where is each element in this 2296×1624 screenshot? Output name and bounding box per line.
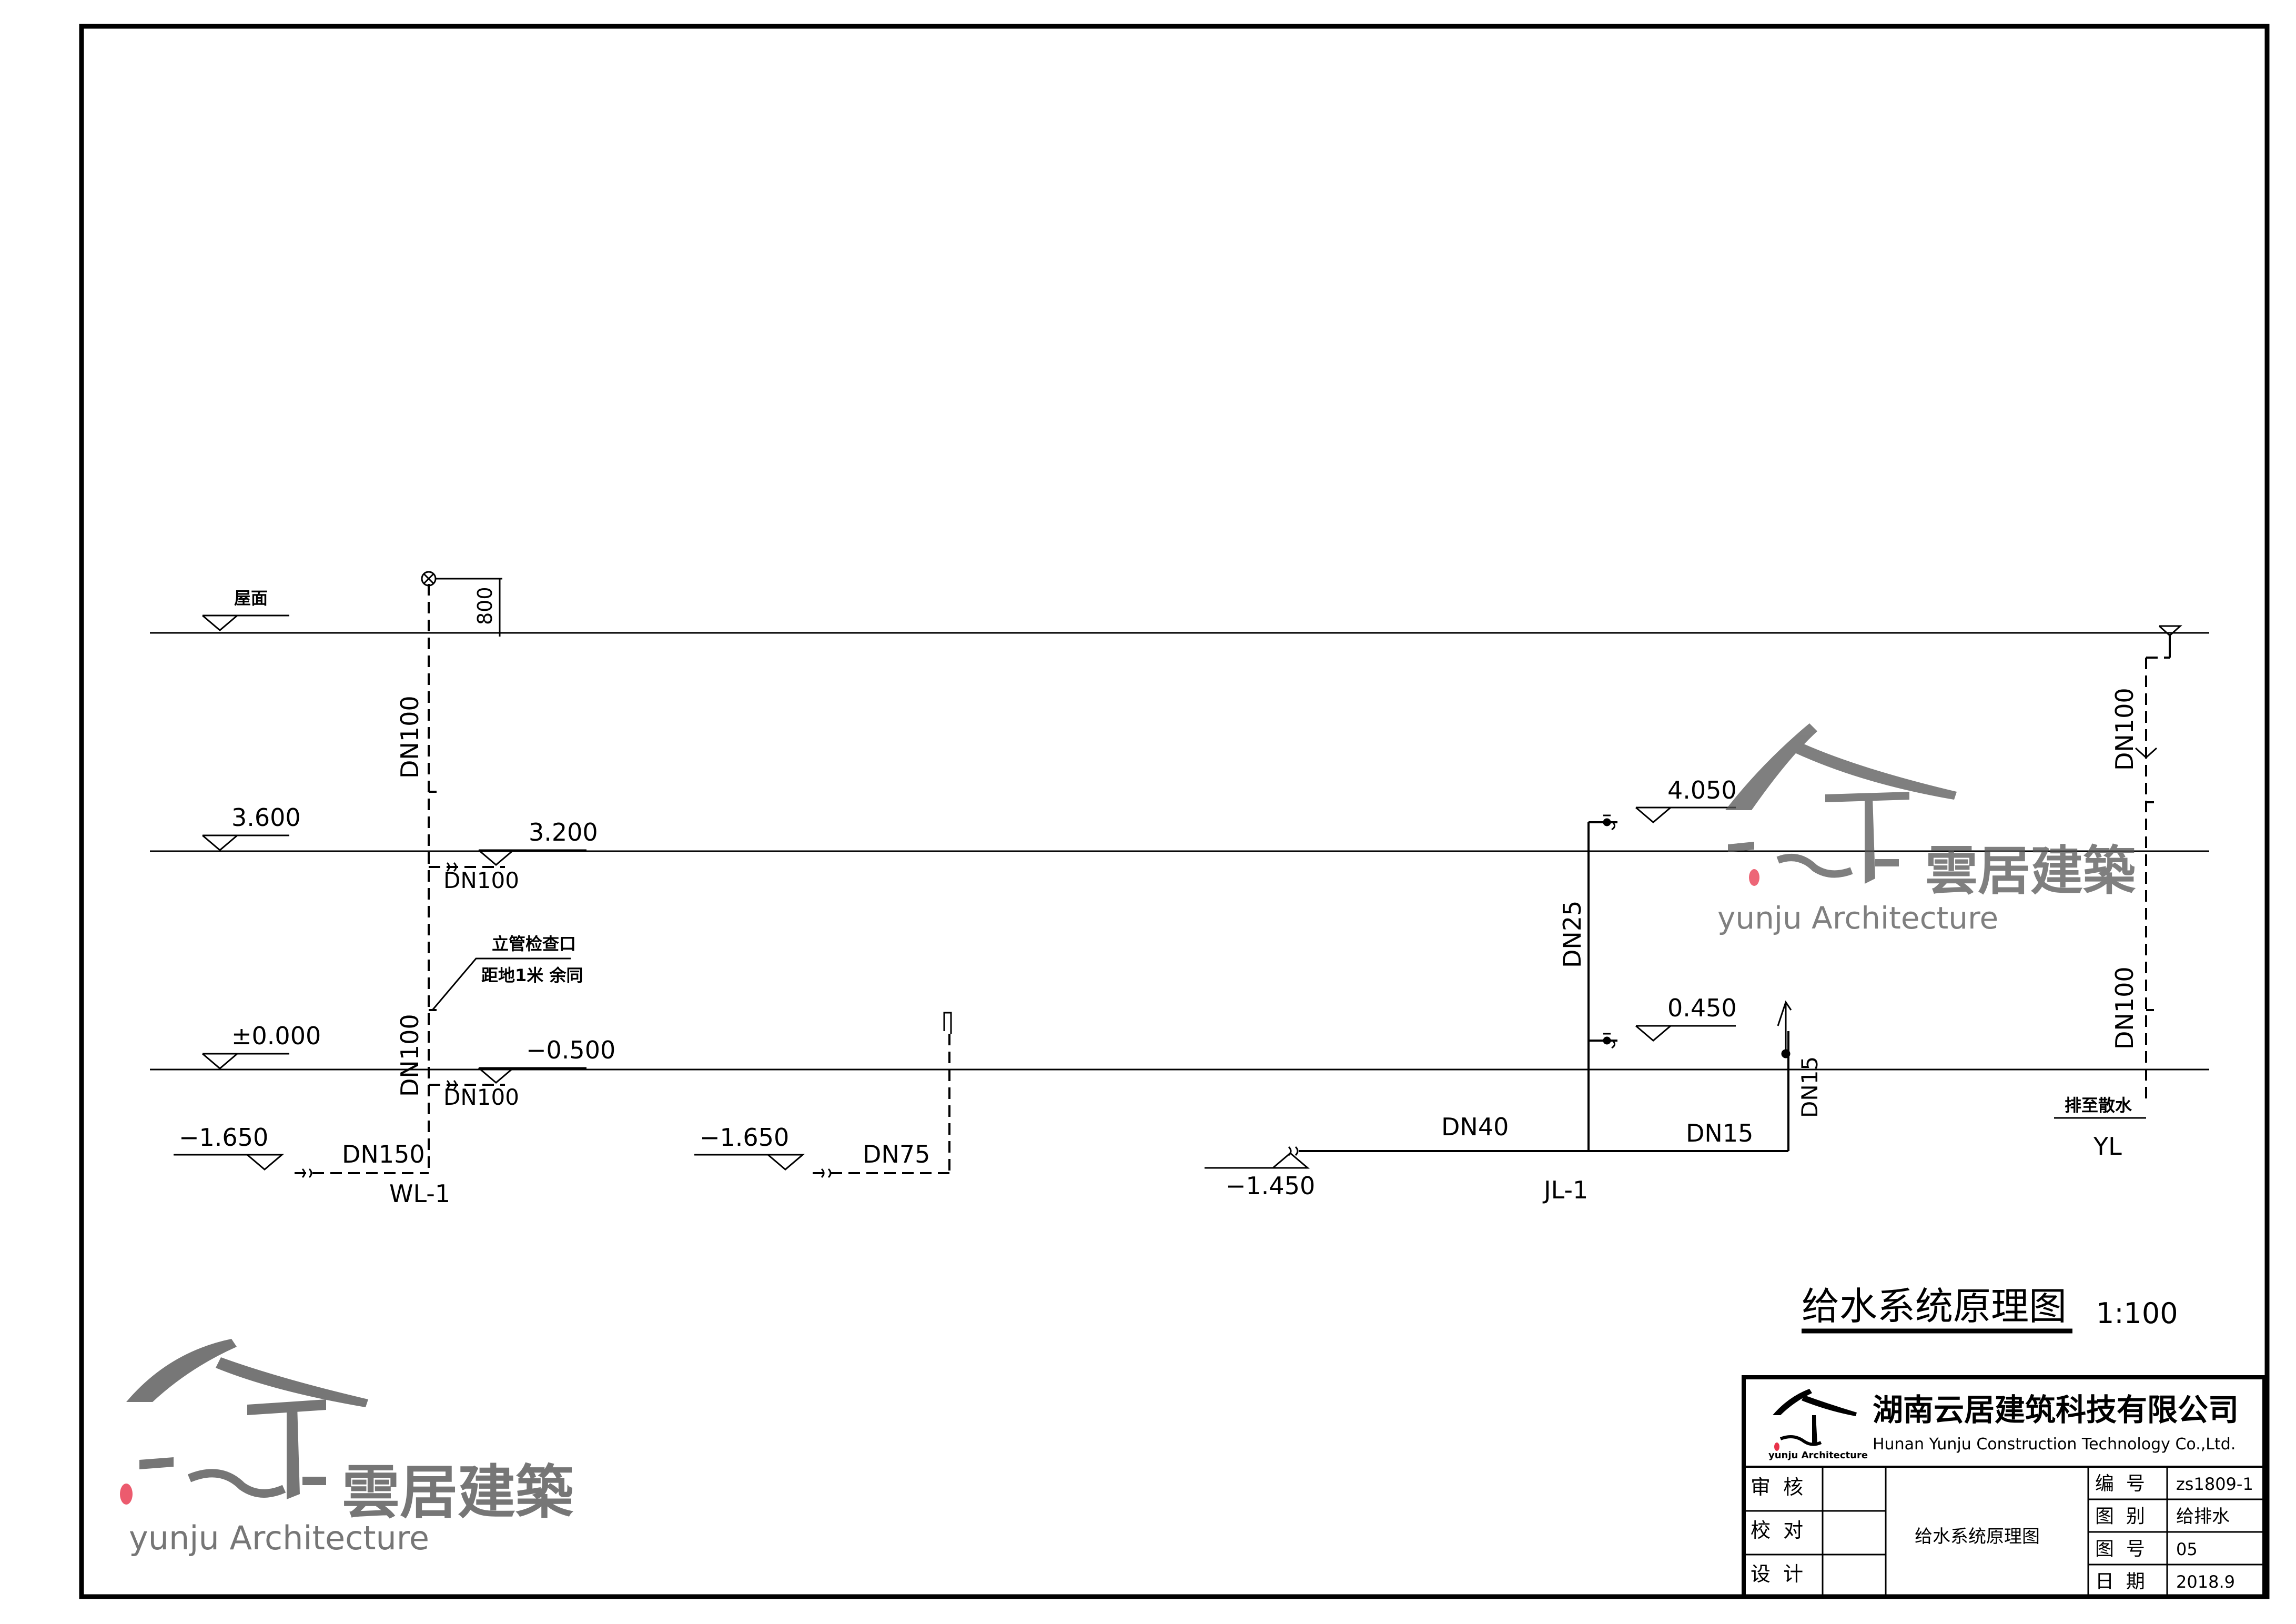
pipe-label-yl-dn100-lower: DN100 xyxy=(2110,966,2139,1050)
cleanout-leader xyxy=(431,957,571,1011)
cleanout-note-line1: 立管检查口 xyxy=(492,934,576,954)
diagram-title: 给水系统原理图 xyxy=(1802,1284,2067,1328)
role-check: 校 对 xyxy=(1751,1519,1803,1542)
break-marks xyxy=(301,862,1299,1178)
value-sheet: 05 xyxy=(2176,1539,2198,1559)
dimension-800 xyxy=(436,578,502,637)
drain-outlet-icon xyxy=(2135,747,2158,759)
roof-drain-icon xyxy=(2158,625,2182,637)
level-4050-label: 4.050 xyxy=(1667,776,1737,804)
pipe-label-dn15-vertical: DN15 xyxy=(1797,1056,1823,1118)
role-review: 审 核 xyxy=(1751,1476,1803,1499)
label-category: 图 别 xyxy=(2095,1506,2145,1527)
pipe-label-yl-dn100-upper: DN100 xyxy=(2110,688,2139,771)
wl-1-riser xyxy=(295,584,505,1174)
level-markers xyxy=(174,614,1736,1171)
company-name-english: Hunan Yunju Construction Technology Co.,… xyxy=(1873,1435,2236,1454)
pipe-label-dn75: DN75 xyxy=(863,1140,930,1168)
title-block-drawing-name: 给水系统原理图 xyxy=(1915,1526,2040,1547)
yl-riser xyxy=(2054,634,2171,1119)
pipe-label-wl-dn150: DN150 xyxy=(342,1140,425,1168)
label-number: 编 号 xyxy=(2095,1473,2145,1495)
riser-label-wl-1: WL-1 xyxy=(389,1179,450,1208)
pipe-label-wl-dn100-lower: DN100 xyxy=(396,1014,424,1097)
pipe-label-wl-dn100-mid: DN100 xyxy=(443,868,519,893)
watermark-logo-left-english: yunju Architecture xyxy=(129,1519,429,1557)
level-minus1650-a-label: −1.650 xyxy=(179,1123,268,1152)
pipe-label-dn40: DN40 xyxy=(1441,1113,1509,1141)
title-block xyxy=(1742,1375,2267,1599)
watermark-logo-right-chinese: 雲居建築 xyxy=(1925,840,2136,902)
riser-label-jl-1: JL-1 xyxy=(1542,1176,1588,1204)
level-0450-label: 0.450 xyxy=(1667,994,1737,1022)
pipe-label-wl-dn100-bottom: DN100 xyxy=(443,1084,519,1110)
level-minus1650-b-label: −1.650 xyxy=(700,1123,789,1152)
floor-lines xyxy=(150,632,2209,1071)
jl-1-riser xyxy=(1299,821,1789,1152)
drain-note: 排至散水 xyxy=(2065,1095,2132,1115)
cleanout-note-line2: 距地1米 余同 xyxy=(481,965,583,985)
dimension-800-label: 800 xyxy=(473,587,497,625)
level-3200-label: 3.200 xyxy=(529,818,598,846)
faucet-icons xyxy=(1603,814,1792,1058)
watermark-logo-left-chinese: 雲居建築 xyxy=(342,1459,574,1526)
level-3600-label: 3.600 xyxy=(231,803,301,832)
vent-cap-icon xyxy=(421,571,437,587)
company-name-chinese: 湖南云居建筑科技有限公司 xyxy=(1873,1392,2239,1428)
diagram-scale: 1:100 xyxy=(2096,1297,2178,1330)
label-sheet: 图 号 xyxy=(2095,1538,2145,1560)
level-0000-label: ±0.000 xyxy=(231,1022,321,1050)
value-category: 给排水 xyxy=(2176,1506,2230,1527)
level-minus1450-label: −1.450 xyxy=(1226,1172,1315,1200)
pipe-label-dn15-horizontal: DN15 xyxy=(1686,1119,1753,1147)
title-block-logo-icon: yunju Architecture xyxy=(1768,1389,1868,1461)
watermark-logo-left: 雲居建築 yunju Architecture xyxy=(120,1339,574,1557)
title-block-logo-text: yunju Architecture xyxy=(1768,1450,1868,1461)
watermark-logo-right-english: yunju Architecture xyxy=(1717,900,1998,936)
sheet-border xyxy=(79,24,2270,1599)
riser-label-yl: YL xyxy=(2093,1132,2122,1161)
pipe-label-dn25: DN25 xyxy=(1558,901,1586,968)
level-roof-label: 屋面 xyxy=(234,588,268,608)
value-number: zs1809-1 xyxy=(2176,1474,2253,1494)
dn75-branch xyxy=(813,1012,952,1174)
pipe-label-wl-dn100-upper: DN100 xyxy=(396,695,424,779)
role-design: 设 计 xyxy=(1751,1562,1803,1586)
watermark-logo-right: 雲居建築 yunju Architecture xyxy=(1717,723,2136,936)
level-minus0500-label: −0.500 xyxy=(526,1036,615,1064)
label-date: 日 期 xyxy=(2095,1571,2145,1592)
value-date: 2018.9 xyxy=(2176,1572,2235,1592)
